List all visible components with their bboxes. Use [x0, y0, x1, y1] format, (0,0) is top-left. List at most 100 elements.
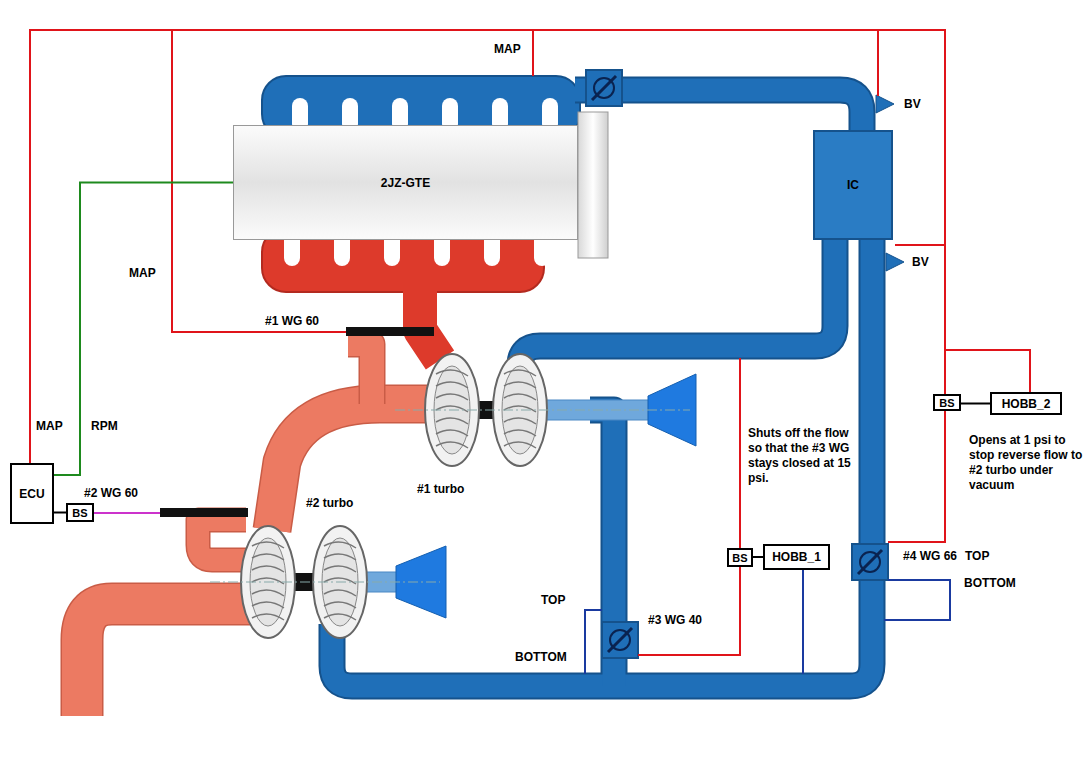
map-signal-wire — [739, 358, 741, 548]
node-text: BS — [939, 397, 954, 409]
turbine-1-blade — [436, 406, 468, 412]
map-signal-wire — [888, 411, 945, 542]
part-label: BV — [912, 255, 929, 270]
compressor-1-housing — [493, 354, 547, 466]
blow-off-valve — [886, 253, 904, 271]
connector — [54, 183, 233, 476]
part-label: TOP — [541, 593, 565, 608]
node-text: 2JZ-GTE — [381, 176, 430, 190]
charge-pipe — [332, 238, 872, 686]
map-signal-wire — [532, 30, 534, 76]
boost-solenoid-wire — [94, 512, 160, 514]
charge-pipe-edge — [332, 238, 872, 686]
wastegate-3-valve-plate — [608, 628, 632, 652]
connector — [54, 512, 66, 514]
turbo-1-axis — [395, 410, 690, 411]
exhaust-pipe — [348, 344, 372, 404]
turbine-2-blade — [252, 542, 284, 548]
map-signal-wire — [638, 567, 740, 655]
engine-block: 2JZ-GTE — [233, 125, 578, 240]
map-signal-wire — [945, 350, 1030, 392]
reference-hose — [802, 570, 804, 674]
compressor-2-blade — [324, 578, 356, 584]
reference-hose — [585, 610, 602, 674]
turbine-2-blade — [252, 554, 284, 560]
node-text: ECU — [19, 487, 44, 501]
boost-solenoid-box: BS — [933, 394, 961, 411]
pressure-switch-box: HOBB_2 — [990, 392, 1062, 415]
compressor-2-blade — [324, 566, 356, 572]
exhaust-pipe — [82, 604, 250, 716]
boost-solenoid-box: BS — [727, 548, 753, 567]
exhaust-pipe-edge — [272, 404, 432, 530]
node-text: BS — [732, 552, 747, 564]
boost-solenoid-box: BS — [66, 503, 94, 522]
turbine-1-blade — [436, 442, 468, 448]
part-label: BOTTOM — [964, 576, 1016, 591]
part-label: BOTTOM — [515, 650, 567, 665]
throttle-valve-plate — [592, 76, 616, 100]
part-label: #2 WG 60 — [84, 486, 138, 501]
compressor-1-blade — [504, 418, 536, 424]
turbine-1-blade — [436, 382, 468, 388]
node-text: HOBB_1 — [772, 550, 821, 564]
compressor-1-blade — [504, 394, 536, 400]
charge-pipe-edge — [520, 238, 835, 366]
wastegate-4-valve-plate — [858, 550, 882, 574]
compressor-1-blade — [504, 430, 536, 436]
turbine-2-blade — [252, 578, 284, 584]
map-signal-wire — [877, 30, 879, 96]
wastegate-2-actuator — [160, 508, 248, 517]
compressor-1-blade — [504, 406, 536, 412]
compressor-2-blade — [324, 602, 356, 608]
charge-pipe — [520, 238, 835, 366]
exhaust-pipe-edge — [348, 344, 372, 404]
part-label: #1 turbo — [417, 482, 464, 497]
turbine-1-blade — [436, 430, 468, 436]
pressure-switch-box: HOBB_1 — [763, 544, 830, 570]
turbine-2-blade — [252, 590, 284, 596]
connector — [961, 403, 990, 405]
compressor-1-blade — [504, 442, 536, 448]
part-label: #2 turbo — [306, 496, 353, 511]
annotation-note: Opens at 1 psi to stop reverse flow to #… — [969, 433, 1087, 493]
part-label: TOP — [965, 549, 989, 564]
wastegate-1-actuator — [346, 327, 434, 336]
turbo-2-axis — [210, 582, 440, 583]
turbine-1-blade — [436, 394, 468, 400]
compressor-2-blade — [324, 590, 356, 596]
map-signal-wire — [30, 30, 945, 463]
connector — [753, 556, 763, 558]
exhaust-pipe — [272, 404, 432, 530]
annotation-note: Shuts off the flow so that the #3 WG sta… — [748, 426, 852, 486]
part-label: MAP — [36, 419, 63, 434]
compressor-2-blade — [324, 542, 356, 548]
node-text: IC — [847, 178, 859, 192]
part-label: BV — [904, 97, 921, 112]
compressor-1-blade — [504, 382, 536, 388]
part-label: MAP — [129, 266, 156, 281]
intercooler: IC — [813, 130, 893, 240]
wastegate-3-valve-body — [602, 622, 638, 658]
part-label: MAP — [494, 42, 521, 57]
turbine-2-blade — [252, 614, 284, 620]
part-label: #3 WG 40 — [648, 613, 702, 628]
blow-off-valve — [876, 95, 894, 113]
exhaust-pipe-edge — [82, 604, 250, 716]
wastegate-4-valve-body — [852, 544, 888, 580]
ecu-box: ECU — [10, 463, 54, 524]
part-label: #1 WG 60 — [265, 314, 319, 329]
node-text: BS — [72, 507, 87, 519]
throttle-valve-body — [586, 70, 622, 106]
compressor-1-blade — [504, 370, 536, 376]
compressor-2-blade — [324, 554, 356, 560]
compressor-2-blade — [324, 614, 356, 620]
engine-pulley — [578, 112, 608, 258]
turbine-1-blade — [436, 370, 468, 376]
map-signal-wire — [895, 244, 945, 246]
turbine-2-blade — [252, 602, 284, 608]
turbine-2-blade — [252, 566, 284, 572]
node-text: HOBB_2 — [1002, 397, 1051, 411]
exhaust-downpipe — [420, 288, 440, 360]
